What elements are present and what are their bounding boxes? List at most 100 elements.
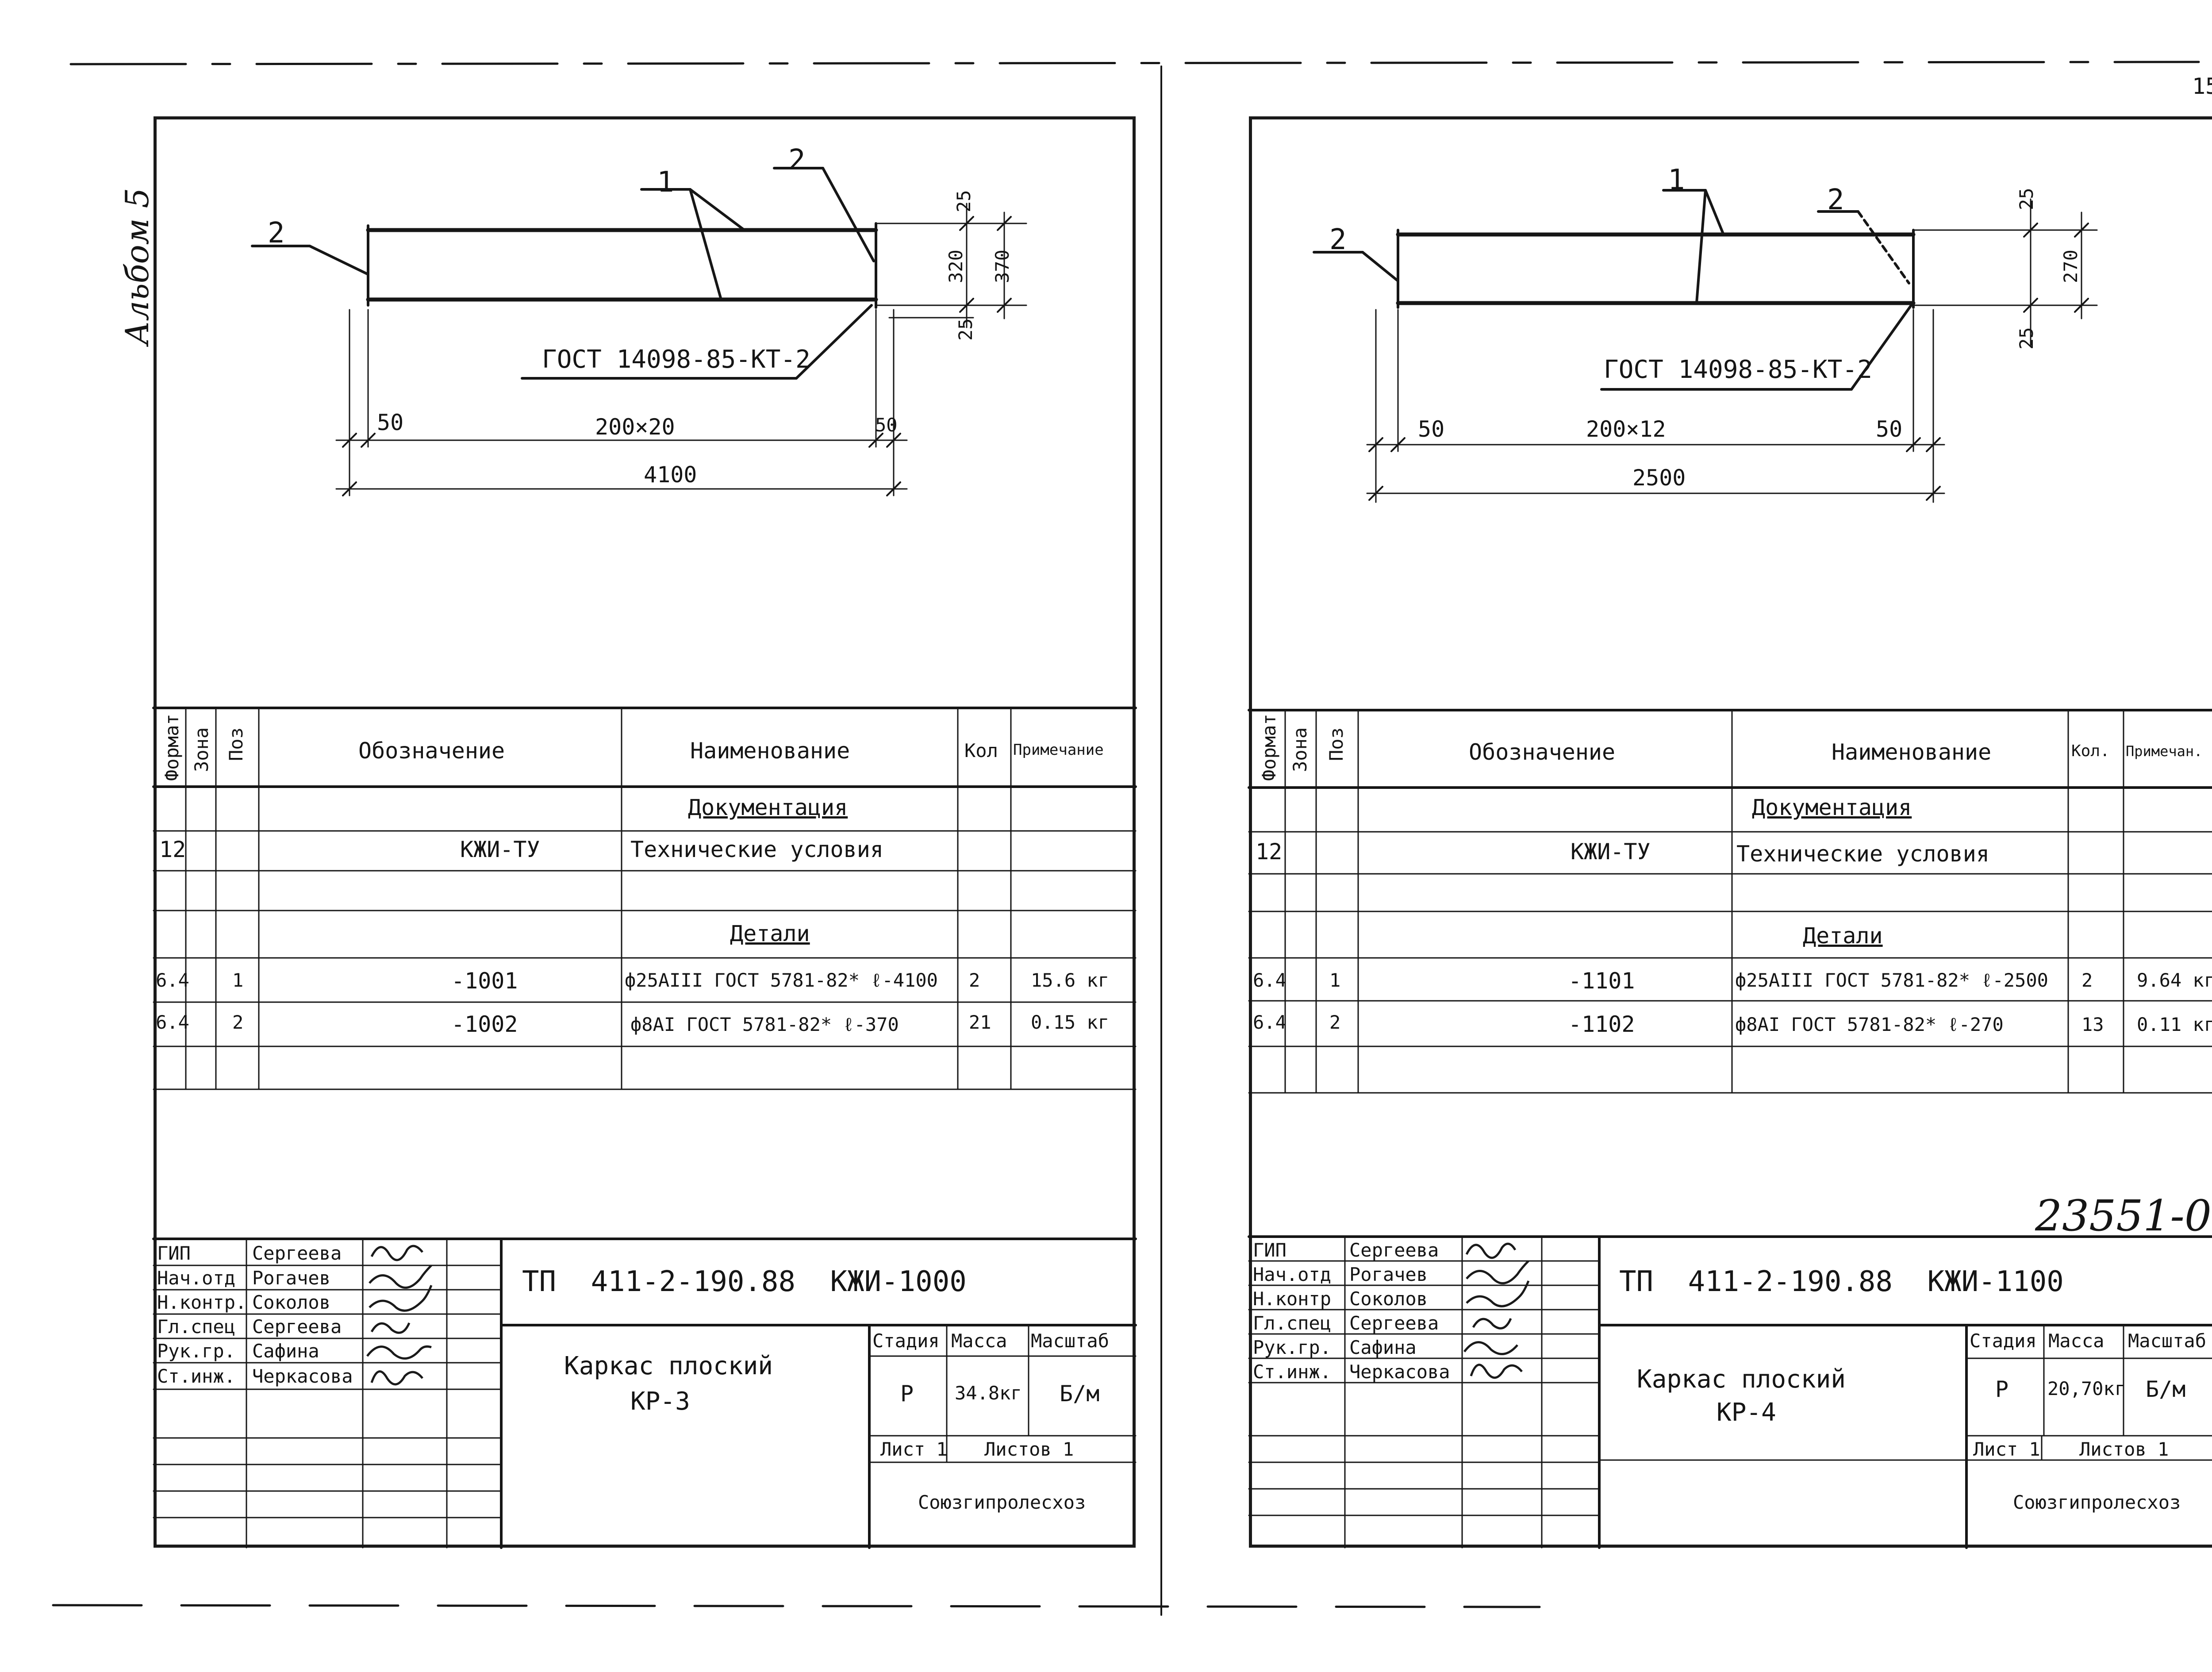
hdr-name-left: Наименование xyxy=(690,738,850,764)
signature-1-left xyxy=(369,1265,432,1289)
doc-designation-right: КЖИ-ТУ xyxy=(1571,839,1651,865)
row2-format-right: 6.4 xyxy=(1253,1011,1286,1033)
row2-qty-right: 13 xyxy=(2081,1014,2104,1035)
callout-2-right-end-left: 2 xyxy=(788,144,806,177)
role-0-right: ГИП xyxy=(1253,1239,1286,1261)
role-2-right: Н.контр xyxy=(1253,1288,1332,1310)
signature-4-right xyxy=(1463,1341,1518,1355)
doc-format-left: 12 xyxy=(159,837,186,862)
signature-5-right xyxy=(1470,1364,1523,1379)
name-3-left: Сергеева xyxy=(252,1316,342,1338)
section-parts-left: Детали xyxy=(730,921,810,946)
hdr-qty-right: Кол. xyxy=(2071,742,2110,760)
frame-drawing-right xyxy=(1313,189,2098,503)
dim-length-right: 2500 xyxy=(1632,465,1686,491)
role-3-right: Гл.спец xyxy=(1253,1312,1332,1334)
role-2-left: Н.контр. xyxy=(157,1291,247,1313)
doc-designation-left: КЖИ-ТУ xyxy=(460,837,540,862)
scale-header-left: Масштаб xyxy=(1031,1330,1110,1352)
title-block-grid-left xyxy=(152,1238,1137,1549)
callout-1-left: 1 xyxy=(657,166,674,199)
role-5-right: Ст.инж. xyxy=(1253,1361,1332,1383)
title-block-grid-right xyxy=(1248,1235,2212,1549)
hdr-format-right: Формат xyxy=(1258,714,1280,781)
section-docs-left: Документация xyxy=(688,795,848,820)
row1-qty-right: 2 xyxy=(2081,969,2093,991)
hdr-zone-right: Зона xyxy=(1289,727,1311,772)
row1-format-left: 6.4 xyxy=(156,969,189,991)
name-2-right: Соколов xyxy=(1349,1288,1428,1310)
row1-qty-left: 2 xyxy=(969,969,980,991)
signature-0-right xyxy=(1465,1242,1517,1259)
role-4-right: Рук.гр. xyxy=(1253,1337,1332,1358)
hdr-note-right: Примечан. xyxy=(2126,743,2203,760)
title-line2-right: КР-4 xyxy=(1717,1398,1776,1427)
role-5-left: Ст.инж. xyxy=(157,1365,236,1387)
row2-format-left: 6.4 xyxy=(156,1011,189,1033)
name-1-right: Рогачев xyxy=(1349,1264,1428,1285)
row2-name-right: ф8АI ГОСТ 5781-82* ℓ-270 xyxy=(1735,1014,2004,1035)
role-3-left: Гл.спец xyxy=(157,1316,236,1338)
scale-left: Б/м xyxy=(1060,1381,1100,1407)
spec-grid-right xyxy=(1248,709,2212,1094)
mass-header-right: Масса xyxy=(2048,1330,2104,1352)
row2-designation-right: -1102 xyxy=(1568,1011,1635,1037)
row1-format-right: 6.4 xyxy=(1253,969,1286,991)
name-2-left: Соколов xyxy=(252,1291,331,1313)
doc-name-left: Технические условия xyxy=(630,837,883,862)
signature-2-right xyxy=(1466,1280,1530,1307)
name-1-left: Рогачев xyxy=(252,1267,331,1289)
mass-left: 34.8кг xyxy=(955,1382,1022,1404)
row2-qty-left: 21 xyxy=(969,1011,991,1033)
hdr-designation-right: Обозначение xyxy=(1469,739,1616,765)
role-1-right: Нач.отд xyxy=(1253,1264,1332,1285)
name-4-left: Сафина xyxy=(252,1340,319,1362)
section-docs-right: Документация xyxy=(1752,795,1912,820)
row2-pos-left: 2 xyxy=(232,1011,244,1033)
doc-format-right: 12 xyxy=(1256,839,1283,865)
signature-4-left xyxy=(366,1345,432,1360)
row1-designation-left: -1001 xyxy=(451,968,518,994)
row1-note-right: 9.64 кг xyxy=(2137,969,2212,991)
callout-2-right-end-right: 2 xyxy=(1827,184,1844,216)
dim-right-end-right: 50 xyxy=(1876,416,1903,442)
org-left: Союзгипролесхоз xyxy=(918,1491,1086,1513)
dim-top-right: 25 xyxy=(2016,188,2037,210)
scale-header-right: Масштаб xyxy=(2128,1330,2207,1352)
title-line1-left: Каркас плоский xyxy=(564,1352,773,1380)
mass-right: 20,70кг xyxy=(2047,1378,2126,1399)
signature-3-right xyxy=(1472,1318,1512,1330)
scale-right: Б/м xyxy=(2146,1376,2186,1402)
title-line2-left: КР-3 xyxy=(630,1387,690,1416)
row2-designation-left: -1002 xyxy=(451,1011,518,1037)
name-5-right: Черкасова xyxy=(1349,1361,1450,1383)
org-right: Союзгипролесхоз xyxy=(2013,1491,2181,1513)
frame-drawing-left xyxy=(251,167,1027,496)
stage-header-left: Стадия xyxy=(872,1330,940,1352)
row1-designation-right: -1101 xyxy=(1568,968,1635,994)
dim-bottom-right: 25 xyxy=(2016,327,2037,350)
hdr-pos-right: Поз xyxy=(1325,727,1347,761)
signature-0-left xyxy=(370,1245,423,1261)
role-0-left: ГИП xyxy=(157,1242,191,1264)
name-3-right: Сергеева xyxy=(1349,1312,1439,1334)
spec-grid-left xyxy=(152,707,1137,1090)
weld-note-right: ГОСТ 14098-85-КТ-2 xyxy=(1604,355,1872,384)
row2-note-right: 0.11 кг xyxy=(2137,1014,2212,1035)
row2-name-left: ф8АI ГОСТ 5781-82* ℓ-370 xyxy=(630,1014,899,1035)
role-1-left: Нач.отд xyxy=(157,1267,236,1289)
stage-right: Р xyxy=(1995,1376,2009,1402)
sheet-no-right: Лист 1 xyxy=(1973,1438,2040,1460)
dim-total-height-right: 270 xyxy=(2060,250,2081,283)
row2-pos-right: 2 xyxy=(1329,1011,1341,1033)
scan-edge-top xyxy=(69,61,2200,65)
row1-note-left: 15.6 кг xyxy=(1031,969,1110,991)
row1-name-right: ф25АIII ГОСТ 5781-82* ℓ-2500 xyxy=(1735,969,2048,991)
scan-edge-bottom xyxy=(52,1604,1541,1608)
hdr-note-left: Примечание xyxy=(1013,741,1104,759)
sheet-number: 15 xyxy=(2192,73,2212,99)
signature-3-left xyxy=(370,1322,411,1334)
